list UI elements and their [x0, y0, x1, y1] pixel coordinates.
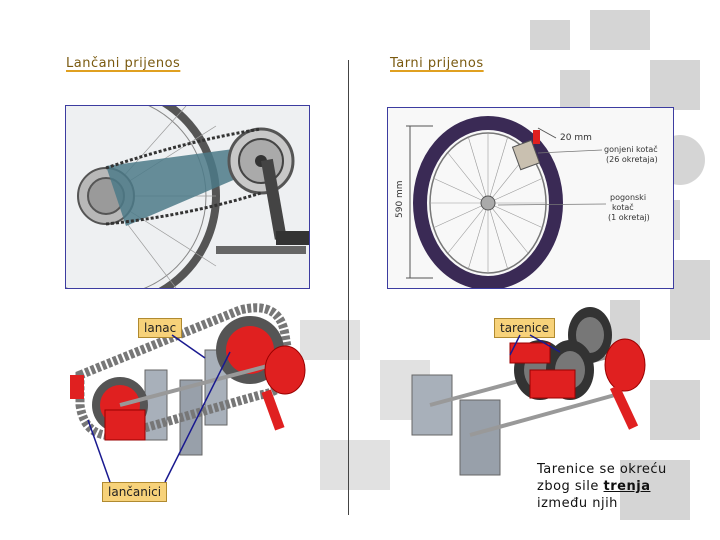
friction-wheel-illustration: 20 mm 590 mm gonjeni kotač (26 okretaja)… [388, 108, 673, 288]
caption-line-1: Tarenice se okreću [537, 462, 667, 477]
bicycle-chain-photo [65, 105, 310, 289]
friction-wheels-label: tarenice [494, 318, 556, 338]
chain-drive-model [70, 303, 306, 456]
friction-caption: Tarenice se okreću zbog sile trenja izme… [537, 461, 717, 512]
bicycle-chain-illustration [66, 106, 309, 288]
chain-drive-heading: Lančani prijenos [66, 56, 181, 71]
column-divider [348, 60, 349, 515]
sprockets-label: lančanici [102, 482, 168, 502]
driver-wheel-turns: (1 okretaj) [608, 213, 650, 222]
driver-wheel-label-1: pogonski [610, 193, 646, 202]
wheel-dimension-diagram: 20 mm 590 mm gonjeni kotač (26 okretaja)… [387, 107, 674, 289]
friction-drive-heading: Tarni prijenos [390, 56, 484, 71]
chain-label: lanac [138, 318, 183, 338]
caption-line-3: između njih [537, 496, 618, 511]
caption-line-2: zbog sile trenja [537, 478, 717, 495]
driver-wheel-label-2: kotač [612, 202, 634, 212]
dim-20-label: 20 mm [560, 133, 592, 143]
caption-line-2-text: zbog sile [537, 479, 604, 494]
driven-wheel-label: gonjeni kotač [604, 144, 658, 154]
dim-590-label: 590 mm [395, 180, 405, 218]
driven-wheel-turns: (26 okretaja) [606, 155, 658, 164]
background-machinery-image-left [300, 320, 430, 490]
friction-drive-model [411, 307, 646, 476]
friction-link[interactable]: trenja [603, 479, 651, 494]
